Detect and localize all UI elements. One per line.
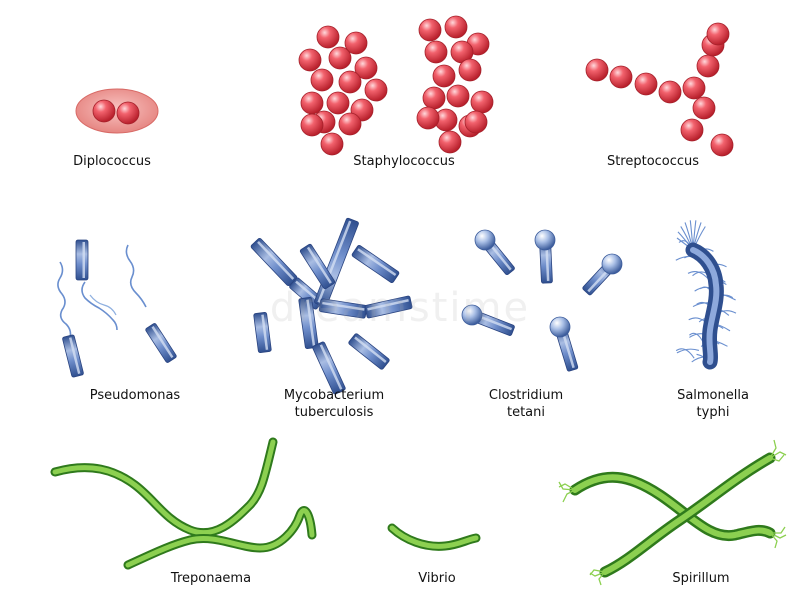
mycobacterium-figure xyxy=(250,217,413,395)
coccus-cell xyxy=(116,101,140,125)
coccus-cell xyxy=(680,118,704,142)
label-vibrio: Vibrio xyxy=(418,571,456,586)
coccus-cell xyxy=(444,15,468,39)
label-mycobacterium-line1: Mycobacterium xyxy=(283,388,385,403)
coccus-cell xyxy=(432,64,456,88)
rod-cell xyxy=(250,237,298,287)
coccus-cell xyxy=(422,86,446,110)
spore xyxy=(474,229,496,251)
coccus-cell xyxy=(706,22,730,46)
coccus-cell xyxy=(634,72,658,96)
rod-cell xyxy=(348,333,390,370)
coccus-cell xyxy=(338,70,362,94)
coccus-cell xyxy=(310,68,334,92)
coccus-cell xyxy=(609,65,633,89)
coccus-cell xyxy=(696,54,720,78)
label-clostridium-line2: tetani xyxy=(506,405,546,420)
staphylococcus-figure xyxy=(298,15,494,156)
label-treponaema: Treponaema xyxy=(170,571,252,586)
coccus-cell xyxy=(692,96,716,120)
coccus-cell xyxy=(326,91,350,115)
coccus-cell xyxy=(710,133,734,157)
coccus-cell xyxy=(416,106,440,130)
coccus-cell xyxy=(470,90,494,114)
coccus-cell xyxy=(344,31,368,55)
rod-cell xyxy=(312,341,346,395)
coccus-cell xyxy=(316,25,340,49)
coccus-cell xyxy=(328,46,352,70)
streptococcus-figure xyxy=(585,22,734,157)
diplococcus-figure xyxy=(75,88,159,134)
rod-cell xyxy=(145,323,177,363)
coccus-cell xyxy=(464,110,488,134)
label-staphylococcus: Staphylococcus xyxy=(353,154,455,169)
coccus-cell xyxy=(424,40,448,64)
coccus-cell xyxy=(438,130,462,154)
label-diplococcus: Diplococcus xyxy=(73,154,151,169)
label-streptococcus: Streptococcus xyxy=(606,154,700,169)
label-salmonella-line2: typhi xyxy=(696,405,730,420)
coccus-cell xyxy=(300,113,324,137)
coccus-cell xyxy=(354,56,378,80)
label-mycobacterium-line2: tuberculosis xyxy=(294,405,374,420)
spore xyxy=(549,316,571,338)
treponaema-figure xyxy=(50,437,317,570)
spore xyxy=(461,304,483,326)
coccus-cell xyxy=(418,18,442,42)
coccus-cell xyxy=(682,76,706,100)
spirillum-figure xyxy=(558,439,787,586)
label-spirillum: Spirillum xyxy=(672,571,730,586)
pseudomonas-figure xyxy=(57,239,177,378)
rod-cell xyxy=(299,243,336,290)
coccus-cell xyxy=(300,91,324,115)
clostridium-figure xyxy=(461,229,623,372)
salmonella-figure xyxy=(675,220,737,370)
label-pseudomonas: Pseudomonas xyxy=(89,388,181,403)
rod-cell xyxy=(298,296,319,350)
label-salmonella-line1: Salmonella xyxy=(677,388,749,403)
coccus-cell xyxy=(338,112,362,136)
coccus-cell xyxy=(320,132,344,156)
spore xyxy=(601,253,623,275)
coccus-cell xyxy=(298,48,322,72)
coccus-cell xyxy=(658,80,682,104)
rod-cell xyxy=(364,295,413,319)
coccus-cell xyxy=(585,58,609,82)
spore xyxy=(534,229,556,251)
label-clostridium-line1: Clostridium xyxy=(488,388,564,403)
rod-cell xyxy=(318,298,368,319)
coccus-cell xyxy=(458,58,482,82)
flagellum xyxy=(675,348,695,359)
coccus-cell xyxy=(92,99,116,123)
rod-cell xyxy=(253,312,272,353)
rod-cell xyxy=(62,334,84,378)
coccus-cell xyxy=(446,84,470,108)
coccus-cell xyxy=(364,78,388,102)
rod-cell xyxy=(75,239,89,281)
rod-cell xyxy=(351,245,400,283)
vibrio-figure xyxy=(387,523,481,551)
flagellum xyxy=(676,348,700,354)
